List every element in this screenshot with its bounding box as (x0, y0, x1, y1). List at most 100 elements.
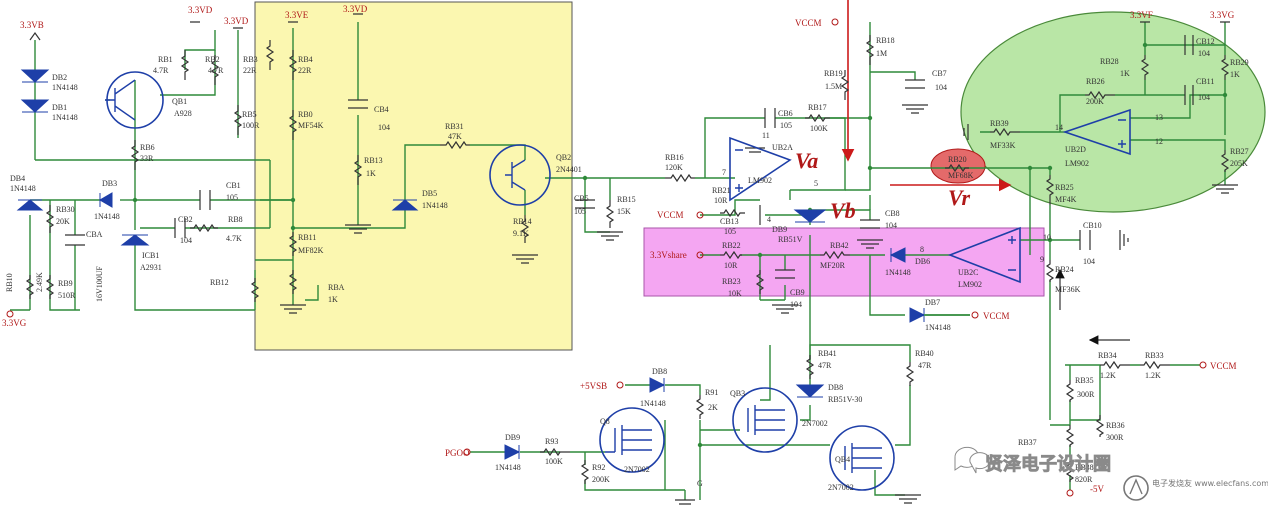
svg-text:1N4148: 1N4148 (422, 201, 448, 210)
svg-text:DB7: DB7 (925, 298, 940, 307)
r91-symbol (695, 395, 705, 419)
svg-text:R91: R91 (705, 388, 718, 397)
ground-rb39 (963, 124, 969, 140)
svg-text:120K: 120K (665, 163, 683, 172)
svg-text:R93: R93 (545, 437, 558, 446)
svg-text:MF4K: MF4K (1055, 195, 1077, 204)
qb4-mosfet (829, 425, 895, 491)
junctions (132, 42, 1228, 448)
svg-text:CB13: CB13 (720, 217, 739, 226)
svg-text:1K: 1K (1120, 69, 1130, 78)
qb3-mosfet (732, 387, 798, 453)
ground-rb13 (345, 224, 371, 234)
svg-text:10K: 10K (728, 289, 742, 298)
svg-text:7: 7 (722, 168, 726, 177)
svg-text:RB5: RB5 (242, 110, 257, 119)
svg-text:47R: 47R (918, 361, 932, 370)
db8b-diode (795, 384, 825, 398)
net-minus-5v: -5V (1090, 484, 1104, 494)
svg-text:RB33: RB33 (1145, 351, 1164, 360)
svg-text:RB17: RB17 (808, 103, 827, 112)
rb25-symbol (1045, 175, 1055, 205)
cb7-symbol (905, 79, 925, 89)
svg-text:300R: 300R (1077, 390, 1095, 399)
svg-text:15K: 15K (617, 207, 631, 216)
svg-text:510R: 510R (58, 291, 76, 300)
rb28-symbol (1140, 55, 1150, 80)
net-vccm-mid: VCCM (657, 210, 684, 220)
svg-text:2N7002: 2N7002 (624, 465, 650, 474)
net-3v3vd-1: 3.3VD (188, 5, 213, 15)
rb41-symbol (805, 355, 815, 379)
svg-text:104: 104 (1083, 257, 1095, 266)
svg-text:11: 11 (762, 131, 770, 140)
svg-text:DB6: DB6 (915, 257, 930, 266)
svg-text:CB6: CB6 (778, 109, 793, 118)
svg-text:QB2: QB2 (556, 153, 571, 162)
svg-text:205K: 205K (1230, 159, 1248, 168)
svg-text:LM902: LM902 (958, 280, 982, 289)
net-g: G (697, 479, 703, 488)
rb27-symbol (1220, 150, 1230, 172)
rb4-symbol (288, 50, 298, 80)
rb33-symbol (1140, 360, 1170, 370)
capacitors (65, 35, 1194, 279)
svg-text:DB8: DB8 (828, 383, 843, 392)
svg-text:14: 14 (1055, 123, 1063, 132)
svg-text:RB8: RB8 (228, 215, 243, 224)
svg-text:RB15: RB15 (617, 195, 636, 204)
net-vccm-bottom: VCCM (1210, 361, 1237, 371)
net-3v3vg-top: 3.3VG (1210, 10, 1235, 20)
cb9-symbol (775, 269, 795, 279)
rb22-symbol (720, 250, 742, 260)
svg-text:DB5: DB5 (422, 189, 437, 198)
svg-text:8: 8 (920, 245, 924, 254)
svg-text:105: 105 (226, 193, 238, 202)
rb34-symbol (1100, 360, 1130, 370)
svg-text:MF68K: MF68K (948, 171, 974, 180)
rb13-symbol (353, 155, 363, 185)
ground-rb14 (512, 254, 538, 264)
svg-text:DB2: DB2 (52, 73, 67, 82)
svg-text:DB3: DB3 (102, 179, 117, 188)
svg-text:RB29: RB29 (1230, 58, 1249, 67)
rb29-symbol (1220, 55, 1230, 80)
op-amps (729, 108, 1131, 284)
svg-text:RB21: RB21 (712, 186, 731, 195)
cb5-symbol (575, 199, 595, 209)
svg-text:CB10: CB10 (1083, 221, 1102, 230)
svg-text:RB13: RB13 (364, 156, 383, 165)
svg-text:RB12: RB12 (210, 278, 229, 287)
svg-text:105: 105 (780, 121, 792, 130)
svg-text:RB4: RB4 (298, 55, 313, 64)
svg-text:CBA: CBA (86, 230, 103, 239)
svg-text:1N4148: 1N4148 (925, 323, 951, 332)
qb1-transistor (105, 71, 164, 129)
svg-text:QB1: QB1 (172, 97, 187, 106)
diodes (16, 69, 970, 460)
svg-text:A928: A928 (174, 109, 192, 118)
svg-text:RB16: RB16 (665, 153, 684, 162)
cba-symbol (65, 234, 85, 246)
db8a-diode (649, 377, 666, 393)
svg-text:RB2: RB2 (205, 55, 220, 64)
svg-text:CB5: CB5 (574, 194, 589, 203)
rb15-symbol (605, 200, 615, 228)
rb23-symbol (755, 270, 765, 294)
watermark-site: 电子发烧友 www.elecfans.com (1152, 478, 1268, 488)
rb24-symbol (1045, 260, 1055, 282)
svg-text:1N4148: 1N4148 (52, 113, 78, 122)
db2-diode (20, 69, 50, 83)
svg-text:20K: 20K (56, 217, 70, 226)
svg-text:1N4148: 1N4148 (885, 268, 911, 277)
net-3v3ve: 3.3VE (285, 10, 309, 20)
net-vccm-right: VCCM (983, 311, 1010, 321)
svg-text:1N4148: 1N4148 (10, 184, 36, 193)
net-3v3vd-2: 3.3VD (224, 16, 249, 26)
svg-text:UB2C: UB2C (958, 268, 978, 277)
svg-text:LM902: LM902 (748, 176, 772, 185)
svg-text:RB14: RB14 (513, 217, 532, 226)
svg-text:1N4148: 1N4148 (94, 212, 120, 221)
svg-text:RB19: RB19 (824, 69, 843, 78)
